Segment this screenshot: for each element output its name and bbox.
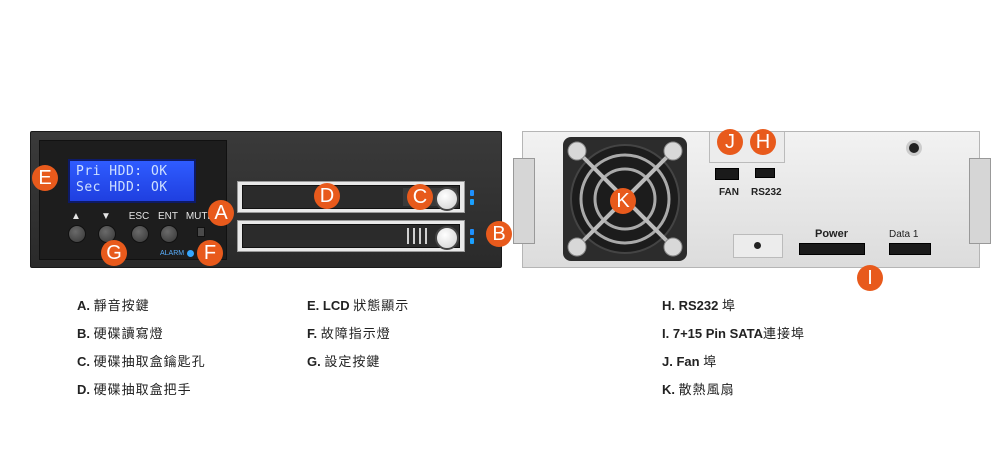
legend-item-g: G. 設定按鍵 [307,354,381,370]
callout-a: A [208,200,234,226]
hdd-led-1b [470,199,474,205]
callout-g: G [101,240,127,266]
alarm-led [187,250,194,257]
drive-bay-2 [237,220,474,252]
hdd-led-2b [470,238,474,244]
legend-item-c: C. 硬碟抽取盒鑰匙孔 [77,354,206,370]
front-panel: Pri HDD: OK Sec HDD: OK ▲ ▼ ESC ENT MUTE… [30,131,502,268]
ent-button[interactable] [160,225,178,243]
legend-item-d: D. 硬碟抽取盒把手 [77,382,192,398]
alarm-label: ALARM [160,250,185,257]
lcd-line-2: Sec HDD: OK [76,180,168,195]
fan-port-label: FAN [719,187,739,198]
esc-label: ESC [128,211,150,222]
legend-item-e: E. LCD 狀態顯示 [307,298,410,314]
hdd-led-2 [470,229,474,235]
down-arrow-icon: ▼ [101,211,111,222]
callout-c: C [407,184,433,210]
legend-item-a: A. 靜音按鍵 [77,298,150,314]
legend-item-i: I. 7+15 Pin SATA連接埠 [662,326,806,342]
rear-panel: FAN RS232 Power Data 1 [513,131,991,268]
mute-button[interactable] [197,227,205,237]
up-button[interactable] [68,225,86,243]
right-bracket [969,158,991,244]
callout-h: H [750,129,776,155]
sata-power-port[interactable] [799,243,865,255]
callout-e: E [32,165,58,191]
power-label: Power [815,228,849,240]
fan-port[interactable] [715,168,739,180]
keyhole-1-icon[interactable] [435,187,459,211]
callout-d: D [314,183,340,209]
legend-item-h: H. RS232 埠 [662,298,737,314]
legend-item-b: B. 硬碟讀寫燈 [77,326,164,342]
lcd-display: Pri HDD: OK Sec HDD: OK [68,159,196,203]
control-module: Pri HDD: OK Sec HDD: OK ▲ ▼ ESC ENT MUTE… [39,140,227,260]
callout-k: K [610,188,636,214]
legend-item-k: K. 散熱風扇 [662,382,735,398]
callout-j: J [717,129,743,155]
lcd-line-1: Pri HDD: OK [76,164,168,179]
drive-tray-2-handle[interactable] [242,224,460,250]
left-bracket [513,158,535,244]
sata-data-port[interactable] [889,243,931,255]
callout-i: I [857,265,883,291]
mute-label: MUTE [185,211,215,222]
up-arrow-icon: ▲ [71,211,81,222]
legend-item-j: J. Fan 埠 [662,354,718,370]
ent-label: ENT [158,211,178,222]
rs232-port-label: RS232 [751,187,782,198]
keyhole-2-icon[interactable] [435,226,459,250]
screw-hole-icon [906,140,922,156]
esc-button[interactable] [131,225,149,243]
callout-f: F [197,240,223,266]
callout-b: B [486,221,512,247]
reset-hole-icon [754,242,761,249]
hdd-led-1 [470,190,474,196]
data-label: Data 1 [889,229,919,240]
rs232-port[interactable] [755,168,775,178]
legend-item-f: F. 故障指示燈 [307,326,391,342]
